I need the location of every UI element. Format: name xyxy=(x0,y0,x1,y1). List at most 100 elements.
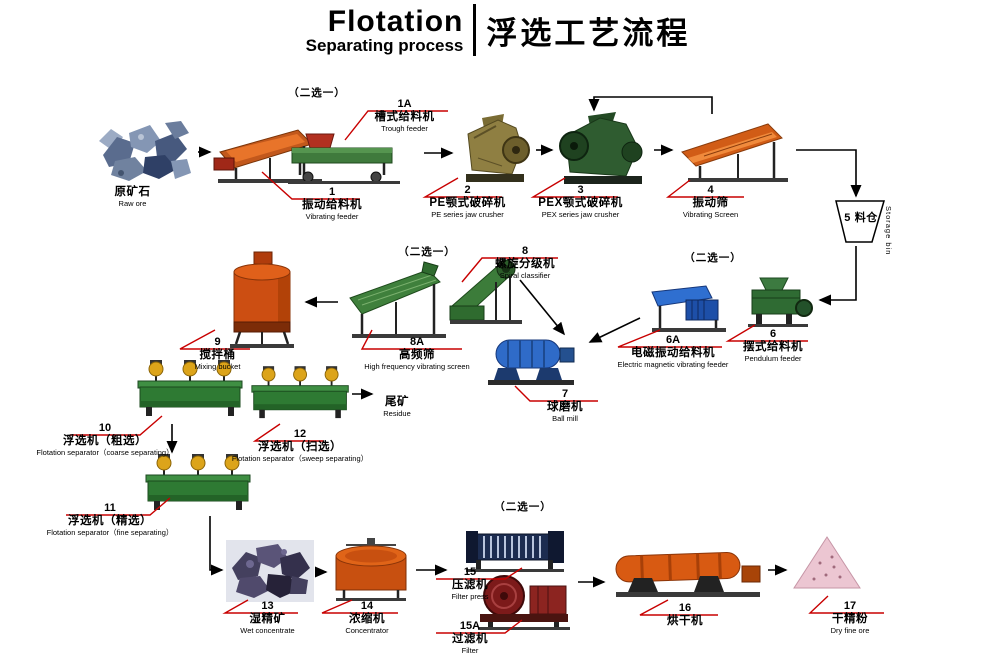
label-filter: 15A 过滤机 Filter xyxy=(425,620,515,655)
dry-fine-ore-image xyxy=(790,533,864,593)
equipment-number: 17 xyxy=(843,600,857,612)
equipment-name-en: PEX series jaw crusher xyxy=(541,210,620,219)
equipment-name-en: Raw ore xyxy=(118,199,147,208)
label-storage-bin: 5 料仓 xyxy=(834,208,888,226)
equipment-name-zh: 浓缩机 xyxy=(349,613,385,625)
equipment-name-en: Flotation separator（fine separating） xyxy=(46,528,174,537)
storage-bin-image xyxy=(826,198,888,246)
equipment-name-zh: 球磨机 xyxy=(547,401,583,413)
label-pe-jaw-crusher: 2 PE颚式破碎机 PE series jaw crusher xyxy=(415,184,520,219)
equipment-number: 14 xyxy=(360,600,374,612)
label-vibrating-screen: 4 振动筛 Vibrating Screen xyxy=(658,184,763,219)
equipment-number: 10 xyxy=(98,422,112,434)
equipment-number: 16 xyxy=(678,602,692,614)
equipment-name-zh: 浮选机（粗选） xyxy=(63,435,147,447)
equipment-name-zh: 振动筛 xyxy=(692,197,729,209)
equipment-name-zh: 槽式给料机 xyxy=(374,111,435,123)
arrow-screen-to-bin xyxy=(796,149,862,198)
equipment-number: 4 xyxy=(707,184,714,196)
label-dryer: 16 烘干机 xyxy=(630,602,740,628)
equipment-name-en: Flotation separator（sweep separating） xyxy=(231,454,369,463)
trough-feeder-image xyxy=(286,130,404,185)
label-raw-ore: 原矿石 Raw ore xyxy=(80,186,185,208)
equipment-number: 1 xyxy=(328,186,336,198)
label-hf-vibrating-screen: 8A 高频筛 High frequency vibrating screen xyxy=(352,336,482,371)
equipment-name-en: Dry fine ore xyxy=(830,626,870,635)
label-vibrating-feeder: 1 振动给料机 Vibrating feeder xyxy=(282,186,382,221)
equipment-number: 12 xyxy=(293,428,307,440)
page-title: Flotation Separating process 浮选工艺流程 xyxy=(0,4,996,56)
label-concentrator: 14 浓缩机 Concentrator xyxy=(312,600,422,635)
equipment-name-zh: 高频筛 xyxy=(399,349,435,361)
filter-image xyxy=(476,570,574,630)
label-pex-jaw-crusher: 3 PEX颚式破碎机 PEX series jaw crusher xyxy=(523,184,638,219)
equipment-number: 2 xyxy=(464,184,471,196)
pex-jaw-crusher-image xyxy=(554,110,652,188)
filter-press-image xyxy=(464,522,566,572)
equipment-number: 8 xyxy=(521,245,529,257)
label-residue: 尾矿 Residue xyxy=(362,396,432,418)
equipment-number: 8A xyxy=(409,336,425,348)
equipment-number: 5 xyxy=(844,212,851,224)
equipment-name-zh: 螺旋分级机 xyxy=(495,258,555,270)
equipment-name-zh: PE颚式破碎机 xyxy=(429,197,506,209)
equipment-number: 3 xyxy=(577,184,584,196)
title-chinese: 浮选工艺流程 xyxy=(486,15,691,51)
label-flotation-sweep: 12 浮选机（扫选） Flotation separator（sweep sep… xyxy=(210,428,390,463)
label-mixing-bucket: 9 搅拌桶 Mixing bucket xyxy=(170,336,265,371)
residue-name-en: Residue xyxy=(383,409,411,418)
storage-bin-name-en: Storage bin xyxy=(884,206,893,256)
equipment-number: 1A xyxy=(397,98,412,110)
choose-one-note-row2-feeders: （二选一） xyxy=(684,252,742,264)
equipment-number: 6A xyxy=(665,334,681,346)
equipment-number: 15 xyxy=(463,566,477,578)
equipment-name-zh: PEX颚式破碎机 xyxy=(538,197,623,209)
title-divider xyxy=(473,4,477,56)
equipment-name-en: High frequency vibrating screen xyxy=(364,362,470,371)
equipment-name-zh: 原矿石 xyxy=(114,186,151,198)
concentrator-image xyxy=(328,536,414,602)
label-trough-feeder: 1A 槽式给料机 Trough feeder xyxy=(352,98,457,133)
equipment-name-en: Filter xyxy=(461,646,479,655)
hf-vibrating-screen-image xyxy=(340,260,455,342)
equipment-name-zh: 干精粉 xyxy=(832,613,868,625)
mixing-bucket-image xyxy=(224,250,300,350)
label-flotation-fine: 11 浮选机（精选） Flotation separator（fine sepa… xyxy=(20,502,200,537)
equipment-name-zh: 振动给料机 xyxy=(302,199,362,211)
em-vibrating-feeder-image xyxy=(646,276,736,336)
raw-ore-image xyxy=(95,115,195,185)
residue-name-zh: 尾矿 xyxy=(385,396,409,408)
label-em-vibrating-feeder: 6A 电磁振动给料机 Electric magnetic vibrating f… xyxy=(608,334,738,369)
equipment-name-zh: 搅拌桶 xyxy=(199,349,236,361)
label-filter-press: 15 压滤机 Filter press xyxy=(425,566,515,601)
equipment-name-en: Ball mill xyxy=(552,414,578,423)
title-main: Flotation xyxy=(327,4,464,38)
equipment-name-zh: 摆式给料机 xyxy=(743,341,803,353)
equipment-name-en: Electric magnetic vibrating feeder xyxy=(617,360,729,369)
label-wet-concentrate: 13 湿精矿 Wet concentrate xyxy=(210,600,325,635)
wet-concentrate-image xyxy=(226,540,314,602)
equipment-name-en: Spiral classifier xyxy=(499,271,551,280)
pe-jaw-crusher-image xyxy=(458,112,534,187)
equipment-name-en: Trough feeder xyxy=(381,124,428,133)
equipment-name-zh: 电磁振动给料机 xyxy=(631,347,715,359)
equipment-name-en: Mixing bucket xyxy=(194,362,241,371)
equipment-number: 15A xyxy=(459,620,481,632)
title-english: Flotation Separating process xyxy=(306,6,464,55)
vibrating-screen-image xyxy=(674,116,796,184)
choose-one-note-filters: （二选一） xyxy=(494,501,552,513)
equipment-name-en: Pendulum feeder xyxy=(744,354,802,363)
equipment-name-en: Vibrating Screen xyxy=(682,210,739,219)
arrow-bin-to-feeders xyxy=(818,246,857,306)
equipment-number: 11 xyxy=(104,502,116,514)
equipment-name-en: Concentrator xyxy=(345,626,389,635)
flotation-sweep-image xyxy=(250,366,352,422)
equipment-name-zh: 过滤机 xyxy=(452,633,488,645)
equipment-name-en: PE series jaw crusher xyxy=(431,210,504,219)
equipment-name-zh: 湿精矿 xyxy=(249,613,286,625)
equipment-name-zh: 浮选机（精选） xyxy=(68,515,152,527)
label-dry-fine-ore: 17 干精粉 Dry fine ore xyxy=(800,600,900,635)
equipment-name-zh: 浮选机（扫选） xyxy=(258,441,342,453)
equipment-name-zh: 压滤机 xyxy=(452,579,488,591)
